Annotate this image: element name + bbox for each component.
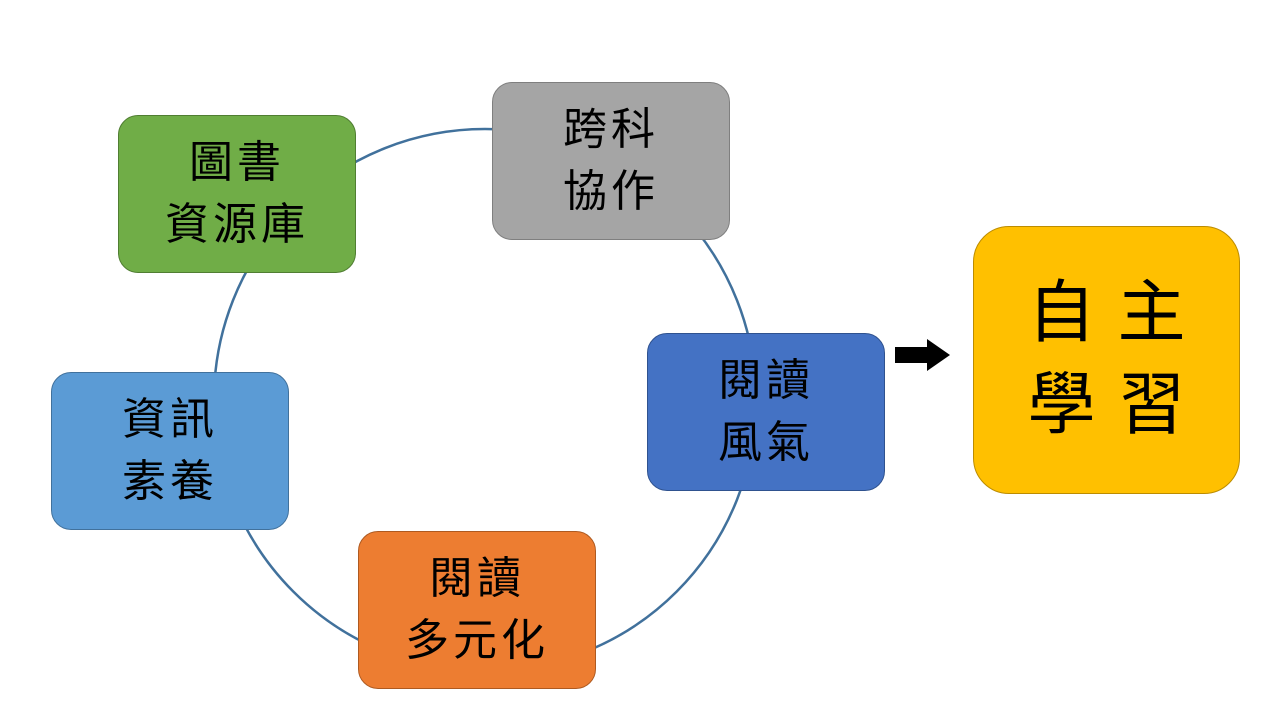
goal-line1: 自主 [1027, 274, 1208, 354]
node-reading-culture-line2: 風氣 [718, 417, 814, 468]
node-information-literacy-line1: 資訊 [122, 394, 218, 446]
node-library-resources-line1: 圖書 [189, 137, 285, 189]
right-arrow-icon [895, 339, 950, 371]
node-reading-culture-line1: 閱讀 [718, 355, 814, 407]
node-library-resources: 圖書 資源庫 [118, 115, 356, 273]
node-reading-diversity-line2: 多元化 [405, 615, 549, 666]
node-cross-subject-collaboration: 跨科 協作 [492, 82, 730, 240]
node-information-literacy: 資訊 素養 [51, 372, 289, 530]
node-library-resources-line2: 資源庫 [165, 199, 309, 250]
node-information-literacy-line2: 素養 [122, 456, 218, 507]
node-reading-diversity: 閱讀 多元化 [358, 531, 596, 689]
node-cross-subject-line2: 協作 [563, 166, 659, 217]
node-reading-culture: 閱讀 風氣 [647, 333, 885, 491]
goal-self-directed-learning: 自主 學習 [973, 226, 1240, 494]
goal-line2: 學習 [1027, 366, 1208, 445]
node-reading-diversity-line1: 閱讀 [429, 553, 525, 605]
node-cross-subject-line1: 跨科 [563, 104, 659, 156]
